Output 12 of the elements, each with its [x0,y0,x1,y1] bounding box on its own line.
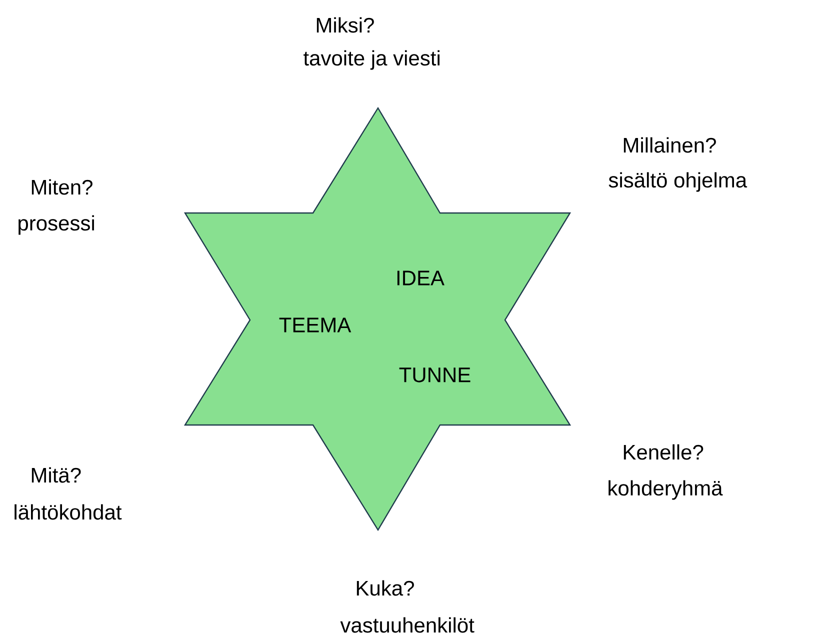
question-label: sisältö ohjelma [608,172,748,192]
question-label: tavoite ja viesti [304,50,440,70]
question-label: Kenelle? [624,444,704,460]
question-label: lähtökohdat [14,504,122,520]
question-label: prosessi [18,215,94,235]
question-label: Miten? [32,179,92,195]
question-label: Kuka? [356,580,414,596]
question-label: Miksi? [316,17,374,33]
question-label: vastuuhenkilöt [340,617,474,633]
question-label: Mitä? [32,467,81,483]
question-label: kohderyhmä [608,480,723,500]
question-label: Millainen? [624,137,716,153]
